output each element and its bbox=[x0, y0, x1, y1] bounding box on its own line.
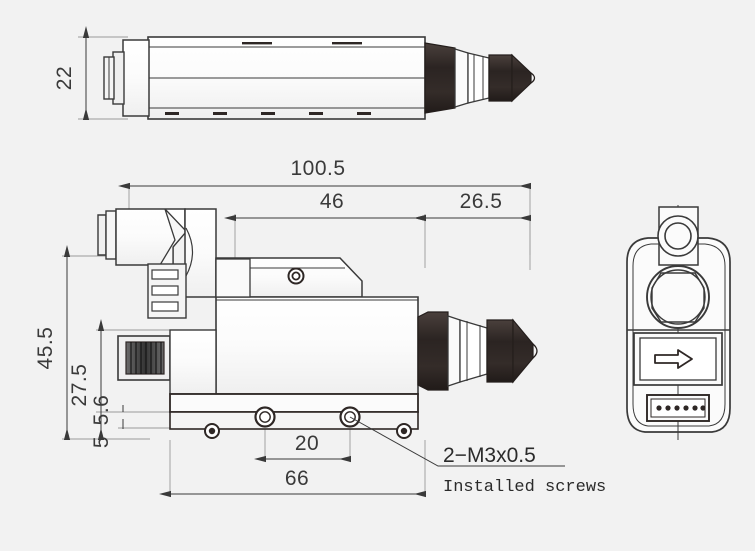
top-view-slots bbox=[165, 42, 371, 115]
top-view: 22 bbox=[53, 26, 536, 120]
dimension-total-height: 45.5 bbox=[34, 245, 71, 440]
side-view-knurl-ribs bbox=[125, 341, 165, 375]
side-view-mount-hole-small-1 bbox=[204, 423, 220, 439]
front-view-connector-pins bbox=[656, 405, 706, 411]
side-view-nose-ring bbox=[447, 315, 461, 387]
side-view-nose-point bbox=[532, 343, 538, 359]
screw-callout-leader bbox=[349, 416, 565, 467]
top-view-nose-collar bbox=[424, 42, 456, 114]
dimension-base-step-label: 5.6 bbox=[90, 395, 113, 426]
side-view-inner-box bbox=[215, 258, 251, 298]
dimension-hole-spacing: 20 bbox=[254, 432, 351, 463]
front-view-lens-mid bbox=[650, 269, 706, 325]
side-view: 100.5 46 26.5 45.5 27.5 5.6 5 20 bbox=[34, 157, 606, 498]
dimension-nose-length-label: 26.5 bbox=[460, 190, 503, 213]
side-view-base-plate bbox=[169, 393, 419, 413]
dimension-base-length-label: 66 bbox=[285, 467, 309, 490]
dimension-body-height-label: 27.5 bbox=[68, 364, 91, 407]
side-view-nose-taper bbox=[459, 319, 488, 383]
side-view-main-body bbox=[215, 296, 419, 395]
top-view-nose-ring bbox=[454, 48, 469, 108]
dimension-body-height: 27.5 bbox=[68, 319, 105, 440]
side-view-connector-riser bbox=[184, 208, 217, 298]
top-view-nose-band bbox=[488, 54, 513, 102]
side-view-plug-fins bbox=[151, 269, 179, 312]
side-view-cable-gland bbox=[97, 214, 107, 256]
dimension-nose-length: 26.5 bbox=[414, 190, 531, 222]
side-view-cover-screw bbox=[287, 267, 305, 285]
front-view bbox=[626, 205, 731, 440]
screw-callout: 2−M3x0.5 Installed screws bbox=[349, 416, 606, 497]
side-view-mount-hole-small-2 bbox=[396, 423, 412, 439]
dimension-base-plate-label: 5 bbox=[90, 436, 113, 448]
dimension-total-height-label: 45.5 bbox=[34, 327, 57, 370]
top-view-nose-taper bbox=[467, 52, 490, 104]
side-view-knurl-lines bbox=[130, 342, 162, 374]
front-view-lens-hex bbox=[651, 272, 705, 323]
screw-callout-note: Installed screws bbox=[443, 478, 606, 497]
side-view-nose-collar bbox=[417, 311, 449, 391]
screw-callout-label: 2−M3x0.5 bbox=[443, 444, 536, 467]
side-view-knurl-neck bbox=[169, 329, 217, 395]
arrow-right-icon bbox=[654, 349, 693, 369]
dimension-hole-spacing-label: 20 bbox=[295, 432, 319, 455]
dimension-mid-length: 46 bbox=[224, 190, 426, 222]
dimension-base-length: 66 bbox=[159, 467, 426, 498]
dimension-height-top-label: 22 bbox=[53, 66, 76, 90]
dimension-height-top: 22 bbox=[53, 26, 90, 120]
side-view-nose-band bbox=[486, 319, 514, 383]
dimension-base-plate: 5 bbox=[90, 419, 124, 448]
top-view-nose-point bbox=[530, 72, 536, 84]
top-view-rear-cap bbox=[122, 39, 150, 117]
front-view-outline-inner bbox=[632, 243, 726, 427]
dimension-base-step: 5.6 bbox=[90, 395, 124, 426]
dimension-total-length-label: 100.5 bbox=[290, 157, 345, 180]
dimension-total-length: 100.5 bbox=[118, 157, 531, 190]
side-view-connector-curve bbox=[185, 227, 194, 277]
front-view-tab-bore bbox=[664, 222, 692, 250]
side-view-gland-collar bbox=[105, 210, 117, 260]
dimension-mid-length-label: 46 bbox=[320, 190, 344, 213]
side-view-mount-hole-large-1 bbox=[254, 406, 276, 428]
